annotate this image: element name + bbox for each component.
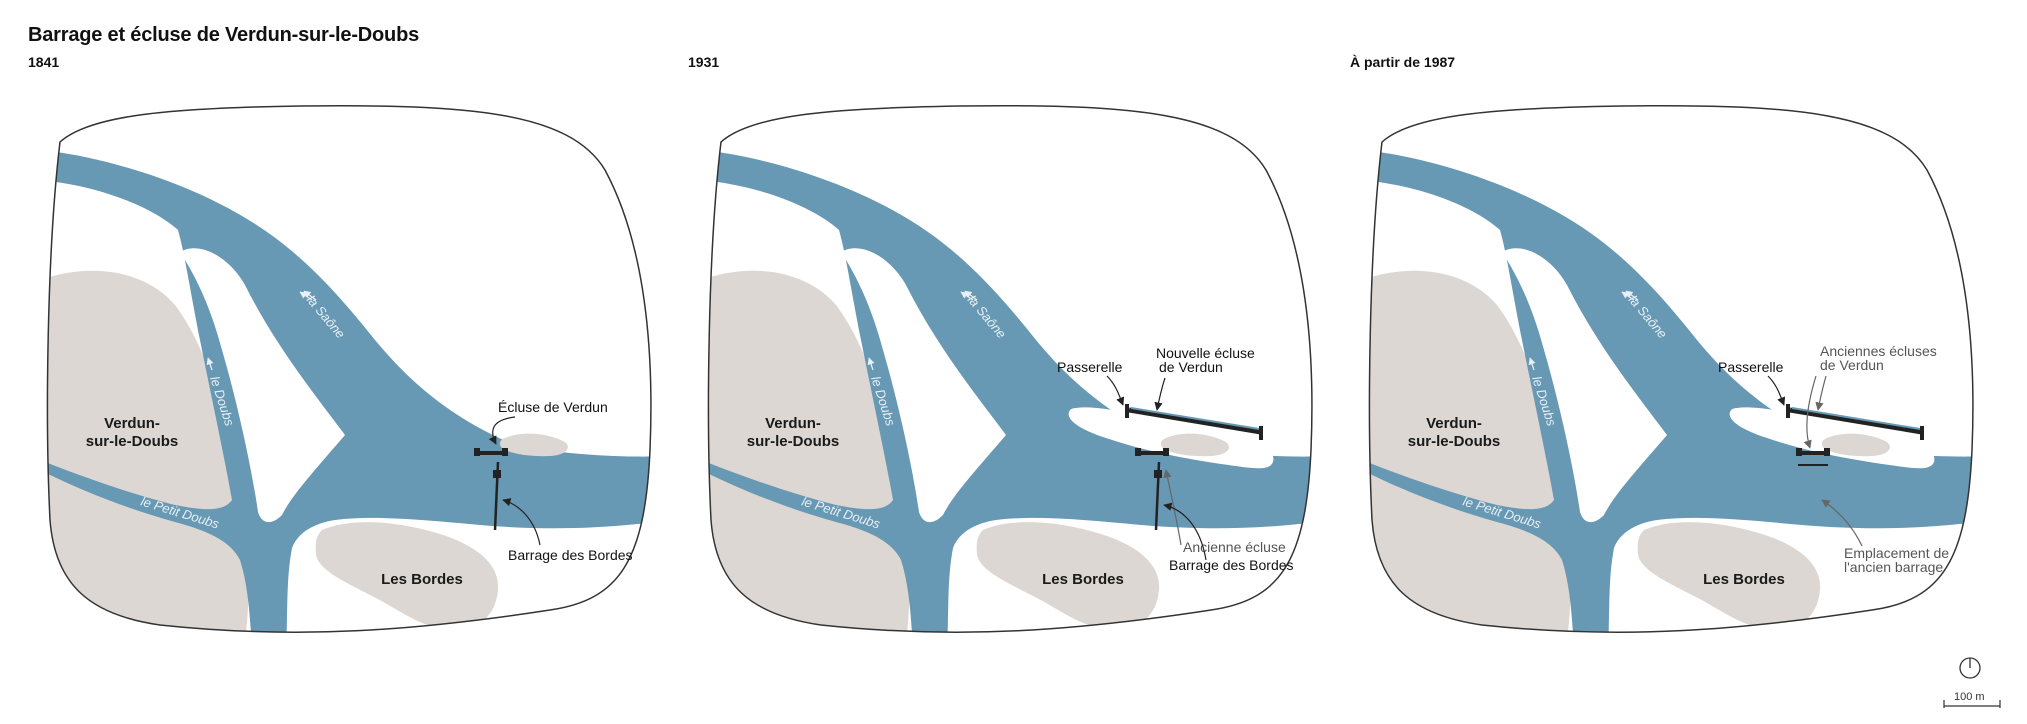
panel-year-1987: À partir de 1987 <box>1350 54 1456 70</box>
panel-year-1841: 1841 <box>28 54 60 70</box>
village-label: Les Bordes <box>381 571 463 588</box>
scale-and-north <box>1943 657 2001 708</box>
callout-old-locks-2: de Verdun <box>1820 357 1884 373</box>
lock-structure <box>474 448 508 531</box>
callout-arrow-footbridge <box>1767 375 1786 406</box>
callout-arrow-lock <box>488 416 516 445</box>
map-title: Barrage et écluse de Verdun-sur-le-Doubs <box>28 24 420 46</box>
village-label: Les Bordes <box>1703 571 1785 588</box>
callout-new-lock-2: de Verdun <box>1159 359 1223 375</box>
callout-lock: Écluse de Verdun <box>498 399 608 415</box>
callout-old-lock: Ancienne écluse <box>1183 539 1286 555</box>
callout-dam: Barrage des Bordes <box>508 547 633 563</box>
scale-label: 100 m <box>1954 691 1985 703</box>
new-lock-structure <box>1125 404 1263 440</box>
panel-year-1931: 1931 <box>688 54 720 70</box>
callout-arrow-old-lock <box>1163 469 1182 546</box>
old-lock-structure <box>1135 448 1169 531</box>
town-label-line1: Verdun- <box>765 415 821 432</box>
callout-former-dam-1: Emplacement de <box>1844 545 1949 561</box>
callout-footbridge: Passerelle <box>1718 359 1784 375</box>
town-label-line1: Verdun- <box>1426 415 1482 432</box>
callout-arrow-former-dam <box>1821 499 1863 547</box>
callout-arrow-footbridge <box>1106 375 1125 406</box>
callout-arrow-dam <box>1163 502 1207 561</box>
village-label: Les Bordes <box>1042 571 1124 588</box>
town-label-line2: sur-le-Doubs <box>1408 433 1501 450</box>
callout-former-dam-2: l'ancien barrage <box>1844 559 1943 575</box>
town-label-line2: sur-le-Doubs <box>747 433 840 450</box>
callout-arrow-old-locks-a <box>1815 375 1827 411</box>
map-panel-1841: la Saône le Doubs le Petit Doubs Verdun-… <box>40 106 670 650</box>
callout-dam: Barrage des Bordes <box>1169 557 1294 573</box>
map-panel-1987: la Saône le Doubs le Petit Doubs Verdun-… <box>1362 106 1992 650</box>
callout-new-lock-1: Nouvelle écluse <box>1156 345 1255 361</box>
town-label-line1: Verdun- <box>104 415 160 432</box>
map-panel-1931: la Saône le Doubs le Petit Doubs Verdun-… <box>701 106 1331 650</box>
callout-arrow-dam <box>502 498 541 546</box>
callout-footbridge: Passerelle <box>1057 359 1123 375</box>
town-label-line2: sur-le-Doubs <box>86 433 179 450</box>
callout-arrow-old-locks-b <box>1803 375 1817 449</box>
old-locks-structure <box>1786 404 1924 466</box>
callout-old-locks-1: Anciennes écluses <box>1820 343 1937 359</box>
callout-arrow-new-lock <box>1154 377 1166 411</box>
